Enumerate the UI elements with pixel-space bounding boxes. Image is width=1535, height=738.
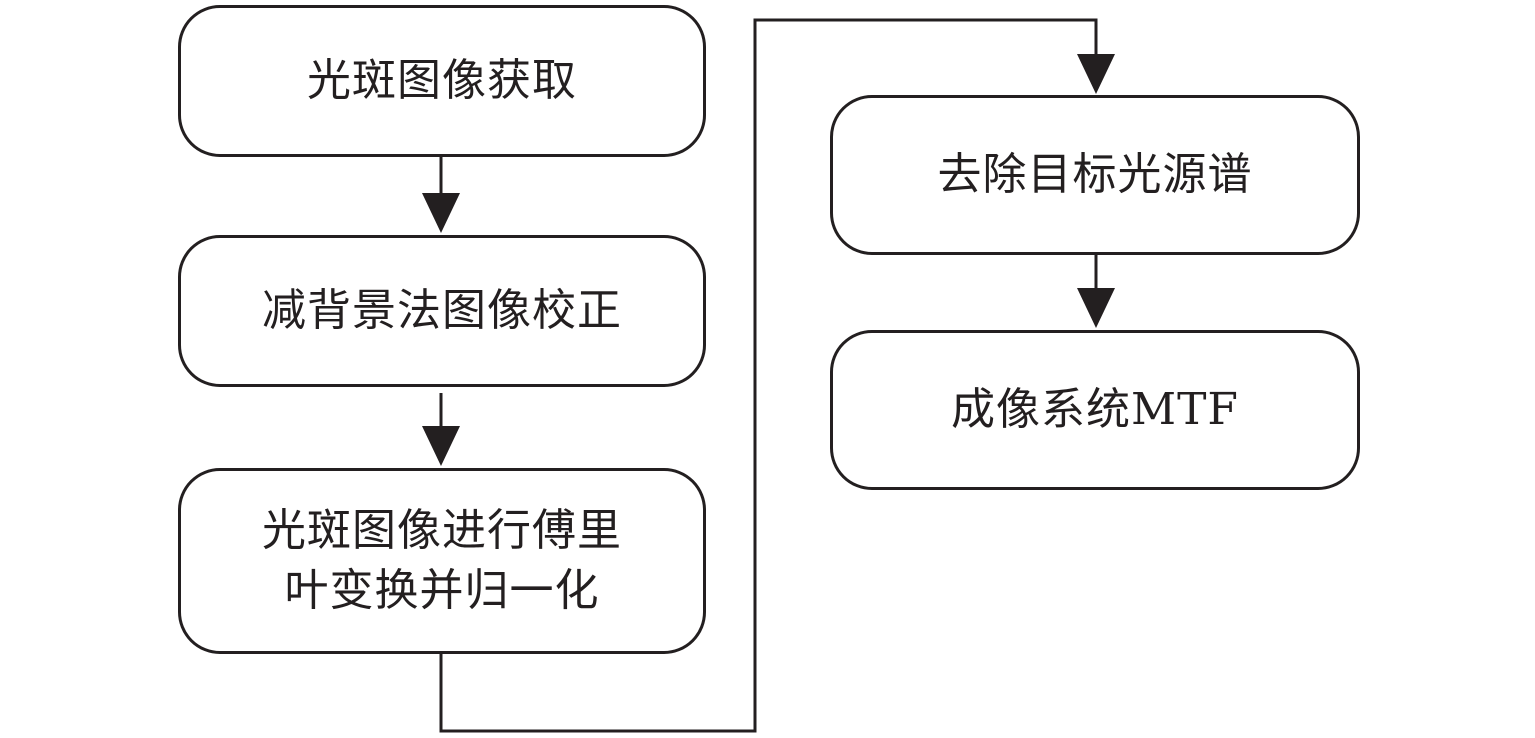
step-label-line-2: 叶变换并归一化	[284, 565, 600, 616]
step-box-system-mtf: 成像系统MTF	[830, 330, 1360, 490]
step-box-image-acquisition: 光斑图像获取	[178, 5, 706, 157]
step-box-background-correction: 减背景法图像校正	[178, 235, 706, 387]
connector-line	[439, 18, 1098, 733]
step-label: 成像系统MTF	[951, 384, 1239, 435]
connector-step2-step3	[422, 393, 460, 466]
step-label: 去除目标光源谱	[937, 149, 1253, 200]
step-label: 减背景法图像校正	[262, 285, 622, 336]
step-label-line-1: 光斑图像进行傅里	[262, 505, 622, 556]
arrow-down-icon	[422, 426, 460, 466]
step-label: 光斑图像获取	[307, 55, 577, 106]
arrow-down-icon	[422, 193, 460, 233]
arrow-down-icon	[1077, 54, 1115, 94]
step-box-fourier-transform: 光斑图像进行傅里 叶变换并归一化	[178, 468, 706, 654]
step-box-remove-source-spectrum: 去除目标光源谱	[830, 95, 1360, 255]
connector-step3-step4	[439, 18, 1115, 733]
arrow-down-icon	[1077, 288, 1115, 328]
connector-step1-step2	[422, 157, 460, 233]
connector-step4-step5	[1077, 255, 1115, 328]
